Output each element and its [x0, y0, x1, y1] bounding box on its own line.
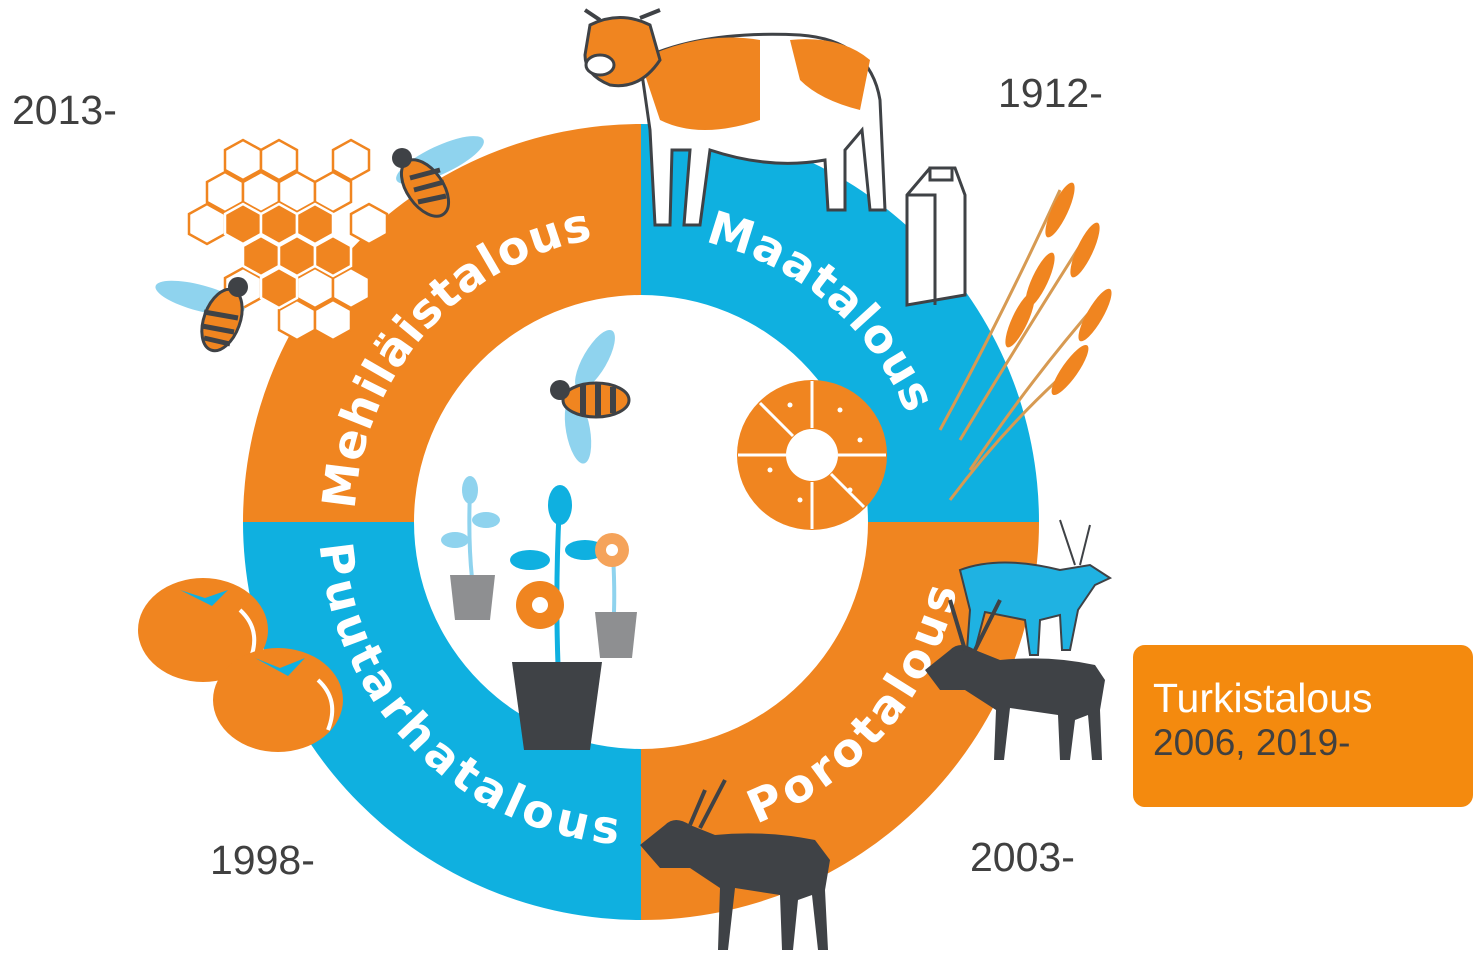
cow-icon — [583, 8, 887, 227]
ring-sector-puutarhatalous — [243, 522, 641, 920]
tomatoes-icon — [138, 578, 343, 752]
milk-carton-icon — [905, 166, 967, 307]
year-porotalous: 2003- — [970, 834, 1075, 880]
reindeer-icon — [640, 779, 830, 950]
reindeer-icon — [958, 519, 1113, 656]
bee-icon — [392, 136, 484, 218]
callout-turkistalous: Turkistalous 2006, 2019- — [1133, 645, 1473, 807]
bread-ring-icon — [737, 380, 887, 530]
bee-icon — [550, 329, 631, 464]
ring-sector-maatalous — [641, 124, 1039, 522]
ring-sector-porotalous — [641, 522, 1039, 920]
callout-title: Turkistalous — [1153, 675, 1373, 721]
flower-pots-icon — [441, 476, 637, 750]
year-mehilaistalous: 2013- — [12, 87, 117, 133]
year-maatalous: 1912- — [998, 70, 1103, 116]
reindeer-icon — [925, 599, 1105, 760]
ring-sector-mehilaistalous — [243, 124, 641, 522]
bee-icon — [155, 277, 248, 353]
callout-years: 2006, 2019- — [1153, 722, 1351, 764]
year-puutarhatalous: 1998- — [210, 837, 315, 883]
honeycomb-icon — [187, 138, 389, 342]
wheat-icon — [938, 182, 1112, 501]
